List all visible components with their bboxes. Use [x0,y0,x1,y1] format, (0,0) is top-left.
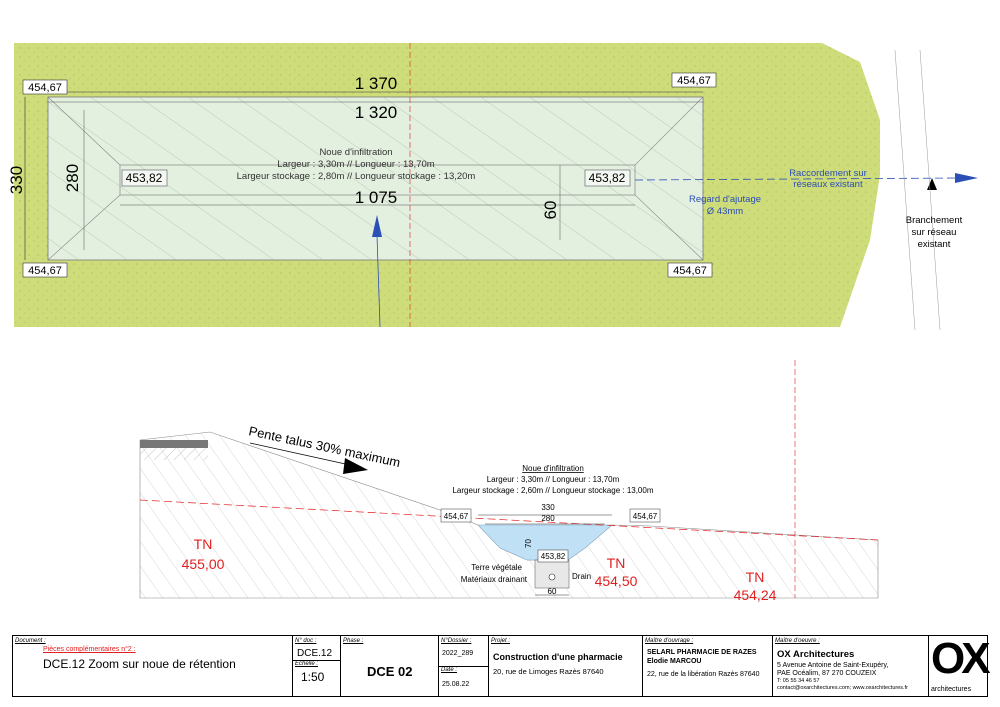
logo-cell: OX architectures [929,634,991,696]
slope-arrow [343,458,368,474]
mo-address: 22, rue de la libération Razès 87640 [647,671,760,678]
dim-outer-width: 330 [7,166,26,194]
section-noue-line2: Largeur stockage : 2,60m // Longueur sto… [452,486,653,495]
tn-3-label: TN [746,569,765,585]
raccordement-label-2: réseaux existant [793,179,863,190]
section-view: Pente talus 30% maximum Noue d'infiltrat… [139,360,879,603]
title-block: Document : Pièces complémentaires n°2 : … [12,634,991,697]
tn-1-label: TN [194,536,213,552]
level-corner-tl: 454,67 [28,82,62,94]
raccordement-label-1: Raccordement sur [789,168,867,179]
plan-noue-line2: Largeur stockage : 2,80m // Longueur sto… [237,171,476,182]
level-bottom-left: 453,82 [126,171,163,185]
plan-noue-line1: Largeur : 3,30m // Longueur : 13,70m [277,159,434,170]
projet-label: Projet : [491,638,511,644]
level-corner-bl: 454,67 [28,265,62,277]
phase-cell: Phase : DCE 02 [341,636,439,696]
dim-bottom-width: 60 [541,201,560,220]
moe-cell: Maître d'oeuvre : OX Architectures 5 Ave… [773,636,929,696]
level-corner-tr: 454,67 [677,75,711,87]
projet-title: Construction d'une pharmacie [493,652,623,662]
section-dim-bottom: 60 [548,587,557,596]
ndoc-label: N° doc : [295,638,317,644]
drain-label: Drain [572,572,591,581]
date-value: 25.08.22 [442,681,470,688]
materiaux-label: Matériaux drainant [461,575,528,584]
tn-3-value: 454,24 [734,587,777,603]
plan-view: 454,67 454,67 454,67 454,67 453,82 453,8… [7,43,978,331]
mo-cell: Maître d'ouvrage : SELARL PHARMACIE DE R… [643,636,773,696]
section-noue-line1: Largeur : 3,30m // Longueur : 13,70m [487,475,620,484]
mo-label: Maître d'ouvrage : [645,638,694,644]
section-noue-title: Noue d'infiltration [522,464,584,473]
inlet-arrow [372,215,382,237]
regard-label-2: Ø 43mm [707,206,744,217]
moe-name: OX Architectures [777,649,855,660]
outlet-arrow [955,173,978,183]
document-label: Document : [15,638,46,644]
plan-noue-title: Noue d'infiltration [319,147,392,158]
dim-inner-length: 1 320 [355,103,398,122]
section-level-bottom: 453,82 [541,552,566,561]
section-dim-depth: 70 [524,539,533,548]
section-dim-mid: 280 [541,514,555,523]
moe-contact: contact@oxarchitectures.com; www.oxarchi… [777,685,908,691]
tn-2-label: TN [607,555,626,571]
dim-outer-length: 1 370 [355,74,398,93]
projet-cell: Projet : Construction d'une pharmacie 20… [489,636,643,696]
ox-logo-sub: architectures [931,686,972,693]
mo-name1: SELARL PHARMACIE DE RAZES [647,649,757,656]
phase-value: DCE 02 [367,664,413,679]
echelle-label: Echelle : [295,661,319,667]
ndoc-cell: N° doc : DCE.12 Echelle : 1:50 [293,636,341,696]
branchement-label-1: Branchement [906,215,963,226]
document-sub: Pièces complémentaires n°2 : [43,646,136,653]
section-level-right: 454,67 [633,512,658,521]
moe-line2: PAE Océalim, 87 270 COUZEIX [777,670,877,677]
terre-label: Terre végétale [471,563,522,572]
branchement-label-2: sur réseau [912,227,957,238]
moe-tel: T: 05 55 34 46 57 [777,678,820,684]
drawing-canvas: 454,67 454,67 454,67 454,67 453,82 453,8… [7,43,978,603]
ox-logo: OX [931,634,991,683]
phase-label: Phase : [343,638,364,644]
moe-line1: 5 Avenue Antoine de Saint-Exupéry, [777,662,889,669]
document-cell: Document : Pièces complémentaires n°2 : … [13,636,293,696]
date-label: Date : [441,667,458,673]
moe-label: Maître d'oeuvre : [775,638,820,644]
dossier-value: 2022_289 [442,650,474,657]
dossier-cell: N°Dossier : 2022_289 Date : 25.08.22 [439,636,489,696]
section-dim-top: 330 [541,503,555,512]
level-bottom-right: 453,82 [589,171,626,185]
branchement-arrow [927,178,937,190]
dim-inner-width: 280 [63,164,82,192]
section-level-left: 454,67 [444,512,469,521]
level-corner-br: 454,67 [673,265,707,277]
mo-name2: Elodie MARCOU [647,658,702,665]
ndoc-value: DCE.12 [297,648,333,659]
echelle-value: 1:50 [301,670,325,684]
dim-bottom-length: 1 075 [355,188,398,207]
tn-1-value: 455,00 [182,556,225,572]
document-title: DCE.12 Zoom sur noue de rétention [43,657,236,671]
projet-address: 20, rue de Limoges Razès 87640 [493,667,604,676]
tn-2-value: 454,50 [595,573,638,589]
branchement-label-3: existant [918,239,951,250]
dossier-label: N°Dossier : [441,638,472,644]
regard-label-1: Regard d'ajutage [689,194,761,205]
